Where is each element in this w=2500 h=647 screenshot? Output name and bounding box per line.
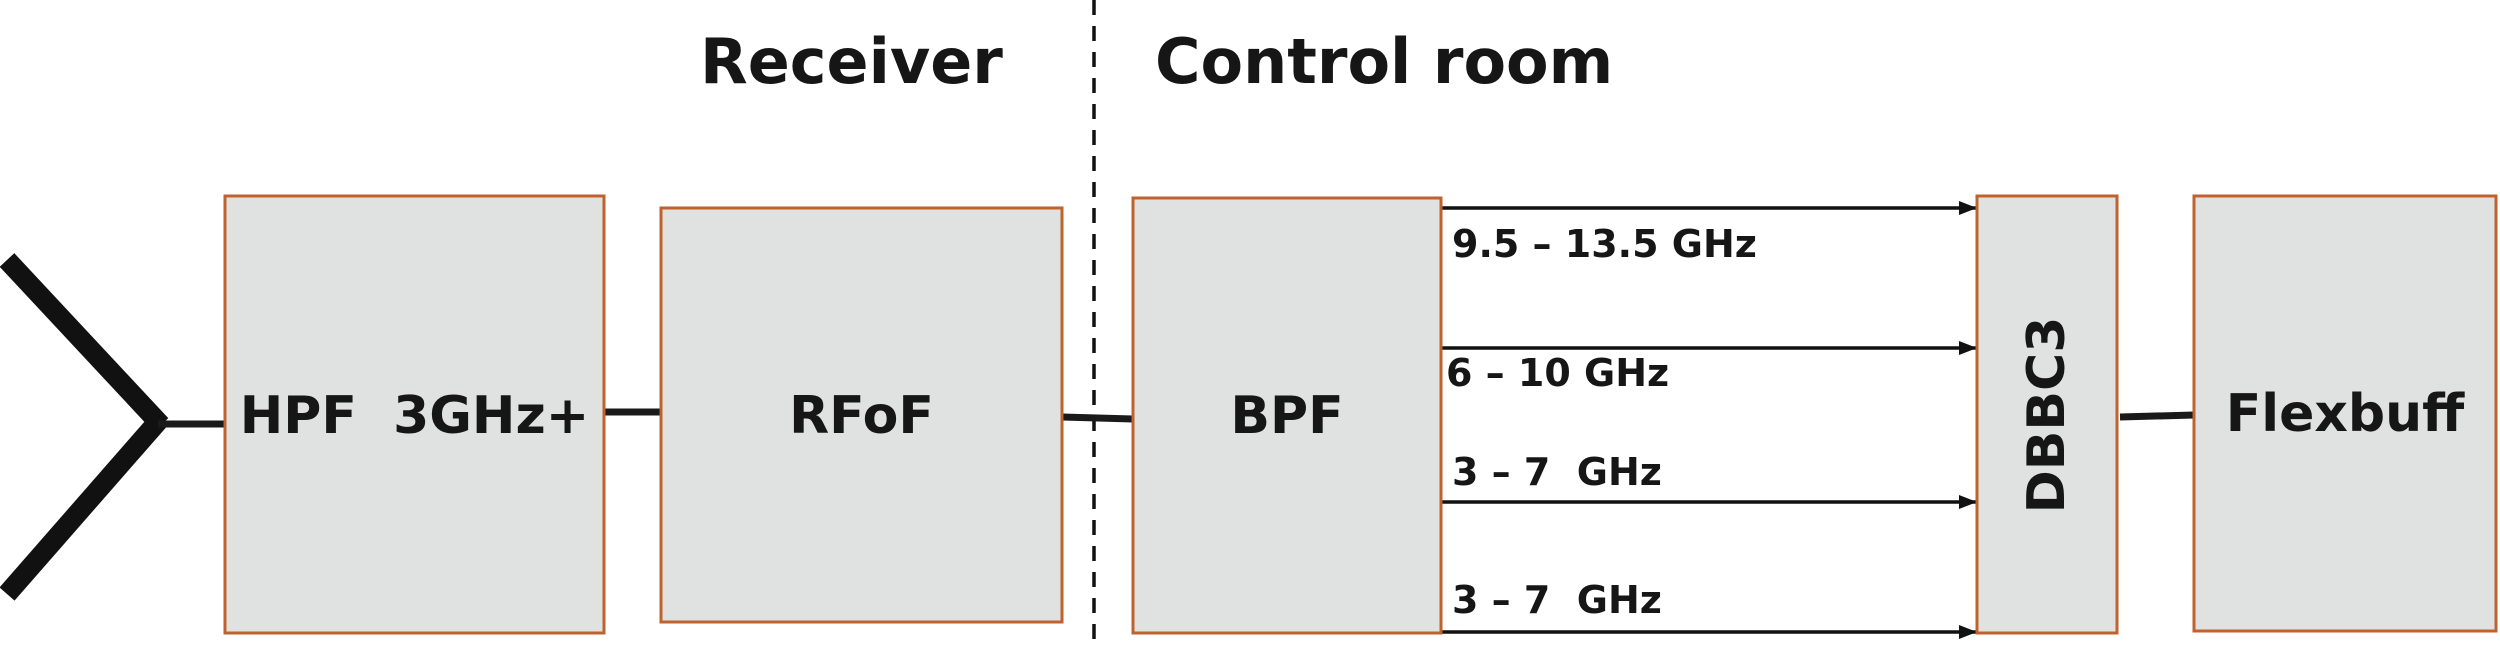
receiver-section-title: Receiver bbox=[700, 25, 1003, 98]
rfof-to-bpf-wire bbox=[1061, 413, 1134, 423]
hpf-block: HPF 3GHz+ bbox=[223, 194, 606, 635]
flexbuff-label: Flexbuff bbox=[2226, 384, 2465, 444]
hpf-label: HPF 3GHz+ bbox=[240, 386, 590, 446]
band-label-4: 3 – 7 GHz bbox=[1452, 578, 1662, 622]
band-label-3: 3 – 7 GHz bbox=[1452, 450, 1662, 494]
dbbc3-to-flexbuff-wire bbox=[2119, 411, 2195, 421]
bpf-label: BPF bbox=[1230, 386, 1343, 446]
rfof-block: RFoF bbox=[659, 206, 1064, 624]
rfof-label: RFoF bbox=[789, 386, 934, 446]
flexbuff-block: Flexbuff bbox=[2192, 194, 2498, 633]
dbbc3-label: DBBC3 bbox=[2017, 317, 2077, 514]
band-label-2: 6 – 10 GHz bbox=[1446, 351, 1669, 395]
antenna-icon bbox=[0, 253, 169, 601]
bpf-block: BPF bbox=[1131, 196, 1443, 635]
dbbc3-block: DBBC3 bbox=[1975, 194, 2119, 635]
band-label-1: 9.5 – 13.5 GHz bbox=[1452, 222, 1757, 266]
control-room-section-title: Control room bbox=[1155, 25, 1613, 98]
